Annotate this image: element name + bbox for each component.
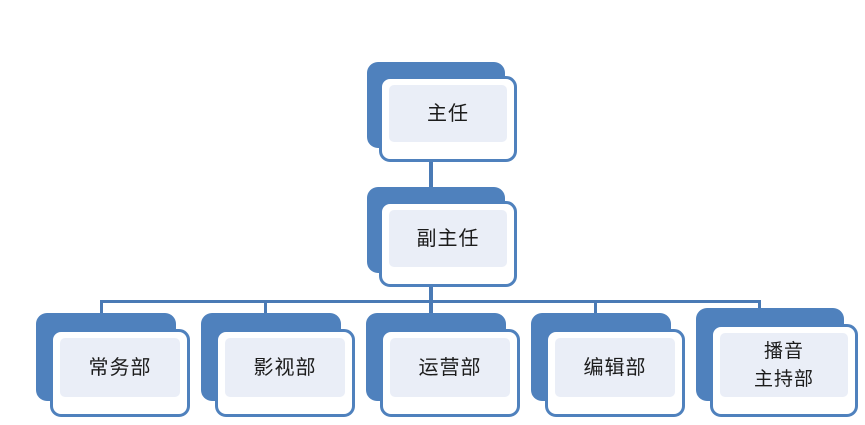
org-node-deputy-director[interactable]: 副主任: [367, 187, 517, 287]
org-node-operations-dept[interactable]: 运营部: [366, 313, 520, 417]
node-panel: 常务部: [60, 338, 180, 397]
node-panel: 影视部: [225, 338, 345, 397]
org-node-director[interactable]: 主任: [367, 62, 517, 162]
node-panel: 运营部: [390, 338, 510, 397]
node-card: 常务部: [50, 329, 190, 417]
org-node-label: 影视部: [253, 355, 317, 379]
org-node-label: 副主任: [416, 226, 480, 250]
org-node-label: 编辑部: [583, 355, 647, 379]
connector-director-to-deputy: [429, 158, 433, 190]
connector-drop-operations: [429, 300, 433, 316]
org-node-label: 运营部: [418, 355, 482, 379]
org-node-label: 播音 主持部: [753, 339, 814, 391]
node-panel: 播音 主持部: [720, 333, 848, 397]
org-node-executive-dept[interactable]: 常务部: [36, 313, 190, 417]
node-panel: 副主任: [389, 210, 507, 267]
connector-drop-executive: [100, 300, 103, 316]
connector-drop-film-tv: [264, 300, 267, 316]
node-card: 主任: [379, 76, 517, 162]
node-card: 副主任: [379, 201, 517, 287]
org-node-label: 主任: [427, 101, 469, 125]
org-node-broadcast-host-dept[interactable]: 播音 主持部: [696, 308, 858, 417]
node-card: 播音 主持部: [710, 324, 858, 417]
node-card: 影视部: [215, 329, 355, 417]
org-node-label: 常务部: [88, 355, 152, 379]
org-node-editorial-dept[interactable]: 编辑部: [531, 313, 685, 417]
node-panel: 编辑部: [555, 338, 675, 397]
connector-drop-editorial: [594, 300, 597, 316]
node-card: 编辑部: [545, 329, 685, 417]
connector-deputy-stem: [429, 283, 433, 303]
org-node-film-tv-dept[interactable]: 影视部: [201, 313, 355, 417]
node-card: 运营部: [380, 329, 520, 417]
node-panel: 主任: [389, 85, 507, 142]
